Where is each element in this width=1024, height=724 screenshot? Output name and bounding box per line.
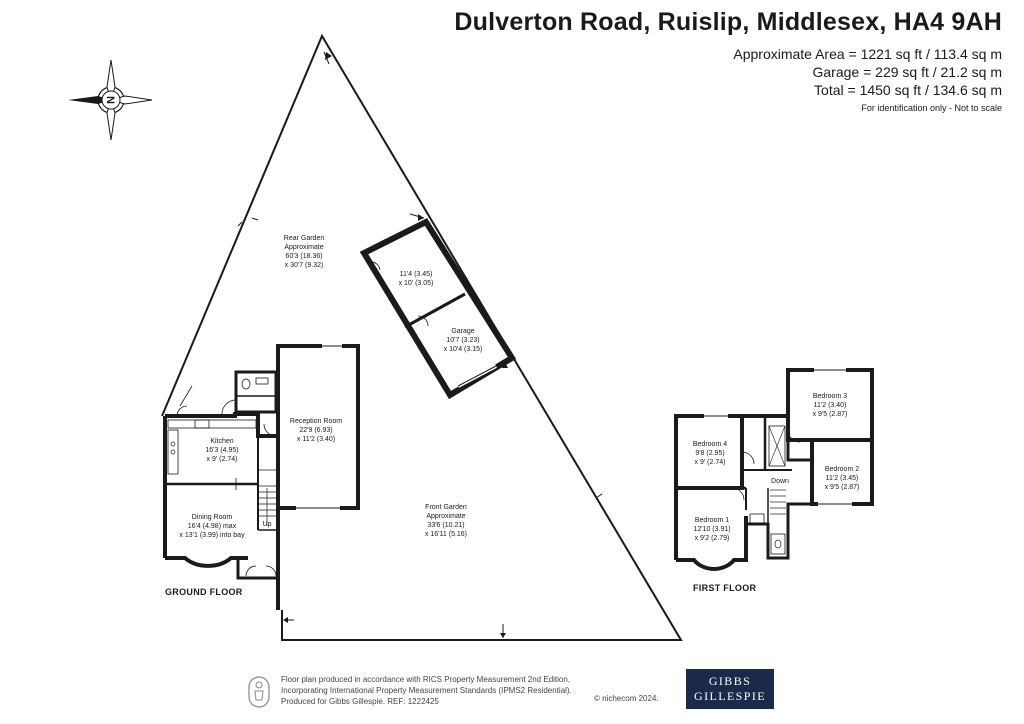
svg-text:Approximate: Approximate	[284, 244, 323, 251]
room-label-bedroom4: Bedroom 4 9'8 (2.95) x 9' (2.74)	[693, 441, 727, 466]
svg-text:x 30'7 (9.32): x 30'7 (9.32)	[285, 262, 324, 269]
ground-floor-label: GROUND FLOOR	[165, 587, 243, 597]
svg-text:x 16'11 (5.16): x 16'11 (5.16)	[425, 531, 467, 538]
nichecom-credit: © nichecom 2024.	[594, 694, 659, 703]
property-title: Dulverton Road, Ruislip, Middlesex, HA4 …	[454, 8, 1002, 36]
room-label-store: 11'4 (3.45) x 10' (3.05)	[399, 271, 434, 287]
footer: Floor plan produced in accordance with R…	[248, 672, 728, 714]
total-area: Total = 1450 sq ft / 134.6 sq m	[814, 82, 1002, 98]
gibbs-gillespie-logo: GIBBS GILLESPIE	[686, 669, 774, 709]
svg-text:16'4 (4.98) max: 16'4 (4.98) max	[188, 523, 237, 530]
svg-text:x 9' (2.74): x 9' (2.74)	[695, 459, 726, 466]
svg-text:x 10'4 (3.15): x 10'4 (3.15)	[444, 346, 483, 353]
svg-text:Garage: Garage	[451, 328, 474, 335]
ground-floor-plan	[163, 344, 360, 610]
svg-text:22'9 (6.93): 22'9 (6.93)	[299, 427, 332, 434]
plot-outline	[161, 33, 683, 641]
svg-text:x 9' (2.74): x 9' (2.74)	[207, 456, 238, 463]
first-floor-label: FIRST FLOOR	[693, 583, 756, 593]
svg-text:11'2 (3.40): 11'2 (3.40)	[814, 402, 847, 409]
footer-line-1: Floor plan produced in accordance with R…	[281, 675, 571, 684]
room-label-front-garden: Front Garden Approximate 33'6 (10.21) x …	[425, 504, 467, 538]
svg-text:Dining Room: Dining Room	[192, 514, 233, 521]
stairs-up-label: Up	[263, 521, 272, 528]
svg-text:x 9'2 (2.79): x 9'2 (2.79)	[695, 535, 730, 542]
footer-notes: Floor plan produced in accordance with R…	[281, 674, 572, 707]
svg-text:x 9'5 (2.87): x 9'5 (2.87)	[813, 411, 848, 418]
svg-text:Rear Garden: Rear Garden	[284, 235, 325, 242]
svg-text:Reception Room: Reception Room	[290, 418, 342, 425]
svg-text:11'2 (3.45): 11'2 (3.45)	[826, 475, 859, 482]
svg-text:Approximate: Approximate	[426, 513, 465, 520]
garage-area: Garage = 229 sq ft / 21.2 sq m	[812, 64, 1003, 80]
svg-text:9'8 (2.95): 9'8 (2.95)	[695, 450, 724, 457]
svg-text:Bedroom 3: Bedroom 3	[813, 393, 847, 400]
footer-line-2: Incorporating International Property Mea…	[281, 686, 572, 695]
compass-north-label: N	[104, 96, 116, 104]
measurement-person-icon	[248, 676, 270, 708]
room-label-dining: Dining Room 16'4 (4.98) max x 13'1 (3.99…	[179, 514, 245, 539]
svg-text:Bedroom 2: Bedroom 2	[825, 466, 859, 473]
svg-text:33'6 (10.21): 33'6 (10.21)	[427, 522, 464, 529]
svg-text:Bedroom 1: Bedroom 1	[695, 517, 729, 524]
room-label-bedroom1: Bedroom 1 12'10 (3.91) x 9'2 (2.79)	[693, 517, 730, 542]
svg-text:Bedroom 4: Bedroom 4	[693, 441, 727, 448]
room-label-rear-garden: Rear Garden Approximate 60'3 (18.36) x 3…	[284, 235, 325, 269]
stairs-down-label: Down	[771, 478, 789, 485]
svg-text:x 10' (3.05): x 10' (3.05)	[399, 280, 434, 287]
room-label-bedroom3: Bedroom 3 11'2 (3.40) x 9'5 (2.87)	[813, 393, 848, 418]
footer-line-3: Produced for Gibbs Gillespie. REF: 12224…	[281, 697, 439, 706]
svg-text:Kitchen: Kitchen	[210, 438, 233, 445]
first-floor-plan	[674, 368, 874, 571]
brand-line-2: GILLESPIE	[694, 689, 766, 703]
svg-text:10'7 (3.23): 10'7 (3.23)	[446, 337, 479, 344]
svg-text:x 13'1 (3.99) into bay: x 13'1 (3.99) into bay	[179, 532, 245, 539]
svg-text:x 11'2 (3.40): x 11'2 (3.40)	[297, 436, 335, 443]
room-label-reception: Reception Room 22'9 (6.93) x 11'2 (3.40)	[290, 418, 342, 443]
room-label-garage: Garage 10'7 (3.23) x 10'4 (3.15)	[444, 328, 483, 353]
svg-text:x 9'5 (2.87): x 9'5 (2.87)	[825, 484, 860, 491]
garage-block	[359, 213, 517, 400]
approximate-area: Approximate Area = 1221 sq ft / 113.4 sq…	[733, 46, 1002, 62]
svg-text:12'10 (3.91): 12'10 (3.91)	[693, 526, 730, 533]
room-label-kitchen: Kitchen 16'3 (4.95) x 9' (2.74)	[205, 438, 238, 463]
room-label-bedroom2: Bedroom 2 11'2 (3.45) x 9'5 (2.87)	[825, 466, 860, 491]
svg-text:Front Garden: Front Garden	[425, 504, 467, 511]
svg-text:60'3 (18.36): 60'3 (18.36)	[285, 253, 322, 260]
svg-text:16'3 (4.95): 16'3 (4.95)	[205, 447, 238, 454]
svg-text:11'4 (3.45): 11'4 (3.45)	[400, 271, 433, 278]
header: Dulverton Road, Ruislip, Middlesex, HA4 …	[454, 8, 1002, 113]
compass-icon: N	[68, 59, 153, 141]
brand-line-1: GIBBS	[708, 674, 752, 688]
disclaimer: For identification only - Not to scale	[861, 103, 1002, 113]
